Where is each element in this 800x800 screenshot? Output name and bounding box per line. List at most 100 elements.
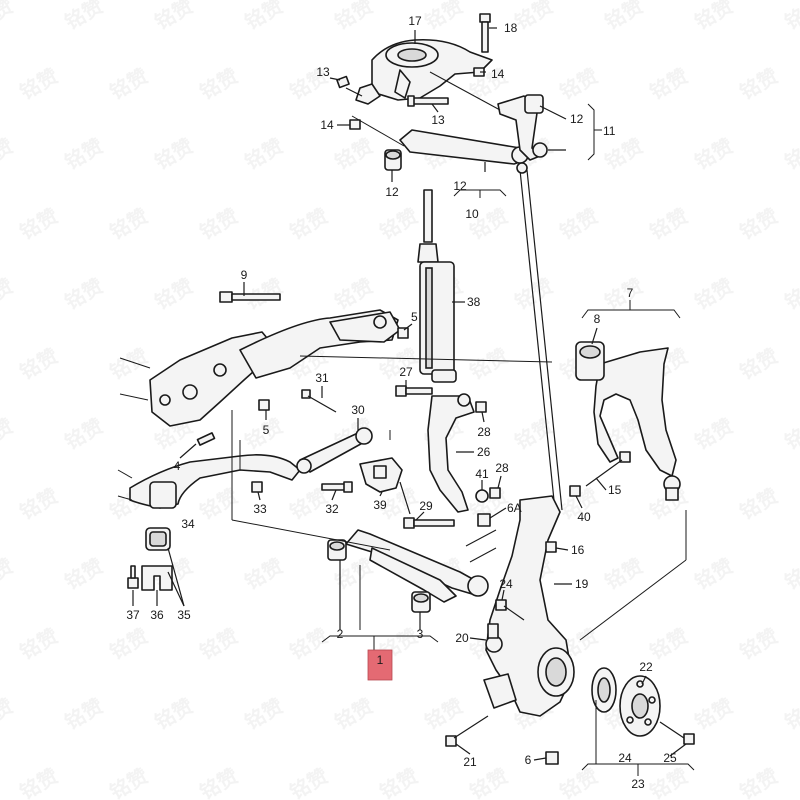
- watermark-mark: 铭赞: [106, 204, 153, 245]
- watermark-mark: 铭赞: [601, 554, 648, 595]
- watermark-mark: 铭赞: [16, 624, 63, 665]
- watermark-mark: 铭赞: [241, 694, 288, 735]
- callout-31: 31: [315, 371, 329, 385]
- watermark-mark: 铭赞: [376, 764, 423, 800]
- callout-14: 14: [491, 67, 505, 81]
- callout-15: 15: [608, 483, 622, 497]
- callout-labels: 17 18 13 14 13 14 12 11 12 12 10 9 38 5 …: [126, 14, 677, 791]
- bolt-13-left: [336, 75, 363, 97]
- watermark-mark: 铭赞: [781, 414, 800, 455]
- watermark-mark: 铭赞: [511, 0, 558, 34]
- watermark-mark: 铭赞: [16, 204, 63, 245]
- watermark-mark: 铭赞: [736, 344, 783, 385]
- watermark-mark: 铭赞: [466, 764, 513, 800]
- watermark-mark: 铭赞: [286, 764, 333, 800]
- stabilizer-link-rod: [516, 162, 563, 511]
- watermark-mark: 铭赞: [781, 694, 800, 735]
- callout-12: 12: [570, 112, 584, 126]
- callout-5: 5: [263, 423, 270, 437]
- watermark-mark: 铭赞: [691, 694, 738, 735]
- bolt-37: [127, 565, 139, 589]
- watermark-mark: 铭赞: [106, 344, 153, 385]
- callout-23: 23: [631, 777, 645, 791]
- watermark-mark: 铭赞: [61, 414, 108, 455]
- lower-control-arm-1: [327, 529, 489, 613]
- stabilizer-bushing-34: [145, 481, 177, 551]
- callout-19: 19: [575, 577, 589, 591]
- callout-27: 27: [399, 365, 413, 379]
- callout-20: 20: [455, 631, 469, 645]
- watermark-mark: 铭赞: [736, 624, 783, 665]
- callout-18: 18: [504, 21, 518, 35]
- callout-16: 16: [571, 543, 585, 557]
- nut-28-upper: [475, 401, 487, 413]
- watermark-mark: 铭赞: [691, 134, 738, 175]
- callout-9: 9: [241, 268, 248, 282]
- watermark-mark: 铭赞: [0, 694, 17, 735]
- watermark-mark: 铭赞: [421, 694, 468, 735]
- nut-16: [545, 541, 557, 553]
- watermark-mark: 铭赞: [196, 204, 243, 245]
- watermark-mark: 铭赞: [196, 624, 243, 665]
- callout-35: 35: [177, 608, 191, 622]
- watermark-mark: 铭赞: [61, 134, 108, 175]
- callout-40: 40: [577, 510, 591, 524]
- watermark-mark: 铭赞: [736, 204, 783, 245]
- watermark-mark: 铭赞: [61, 274, 108, 315]
- callout-37: 37: [126, 608, 140, 622]
- watermark-mark: 铭赞: [241, 0, 288, 34]
- watermark-mark: 铭赞: [0, 554, 17, 595]
- callout-34: 34: [181, 517, 195, 531]
- watermark-mark: 铭赞: [16, 64, 63, 105]
- nut-5-upper: [397, 327, 409, 339]
- watermark-mark: 铭赞: [0, 134, 17, 175]
- watermark-mark: 铭赞: [331, 0, 378, 34]
- watermark-mark: 铭赞: [106, 624, 153, 665]
- nut-6: [545, 751, 559, 765]
- callout-8: 8: [594, 312, 601, 326]
- wheel-hub-22: [619, 675, 661, 737]
- group-brackets: [117, 71, 695, 776]
- callout-11: 11: [603, 124, 616, 138]
- bolt-24-upper: [495, 599, 525, 621]
- callout-36: 36: [150, 608, 164, 622]
- watermark-mark: 铭赞: [556, 64, 603, 105]
- watermark-mark: 铭赞: [16, 764, 63, 800]
- upper-arm-rear-12: [497, 94, 548, 161]
- callout-22: 22: [639, 660, 653, 674]
- callout-12: 12: [385, 185, 399, 199]
- watermark-mark: 铭赞: [151, 694, 198, 735]
- bolt-21: [445, 715, 489, 747]
- callout-39: 39: [373, 498, 387, 512]
- watermark-mark: 铭赞: [0, 414, 17, 455]
- watermark-mark: 铭赞: [646, 764, 693, 800]
- callout-13: 13: [316, 65, 330, 79]
- callout-12: 12: [453, 179, 467, 193]
- watermark-mark: 铭赞: [286, 624, 333, 665]
- nut-6a: [477, 513, 491, 527]
- nut-33: [251, 481, 263, 493]
- callout-7: 7: [627, 286, 634, 300]
- watermark-mark: 铭赞: [466, 344, 513, 385]
- watermark-mark: 铭赞: [151, 274, 198, 315]
- bolt-15: [585, 451, 631, 487]
- bolt-4: [196, 432, 216, 446]
- callout-32: 32: [325, 502, 339, 516]
- watermark-mark: 铭赞: [331, 694, 378, 735]
- callout-33: 33: [253, 502, 267, 516]
- watermark-mark: 铭赞: [781, 274, 800, 315]
- bolt-27: [395, 385, 433, 397]
- watermark-mark: 铭赞: [601, 134, 648, 175]
- callout-2: 2: [337, 627, 344, 641]
- watermark-mark: 铭赞: [781, 554, 800, 595]
- bolt-31: [301, 389, 337, 413]
- watermark-mark: 铭赞: [196, 484, 243, 525]
- wheel-bearing-housing-19: [483, 495, 575, 717]
- bolt-9: [219, 291, 281, 303]
- watermark-mark: 铭赞: [601, 0, 648, 34]
- watermark-mark: 铭赞: [691, 414, 738, 455]
- watermark-mark: 铭赞: [61, 0, 108, 34]
- watermark-mark: 铭赞: [556, 204, 603, 245]
- watermark-mark: 铭赞: [736, 764, 783, 800]
